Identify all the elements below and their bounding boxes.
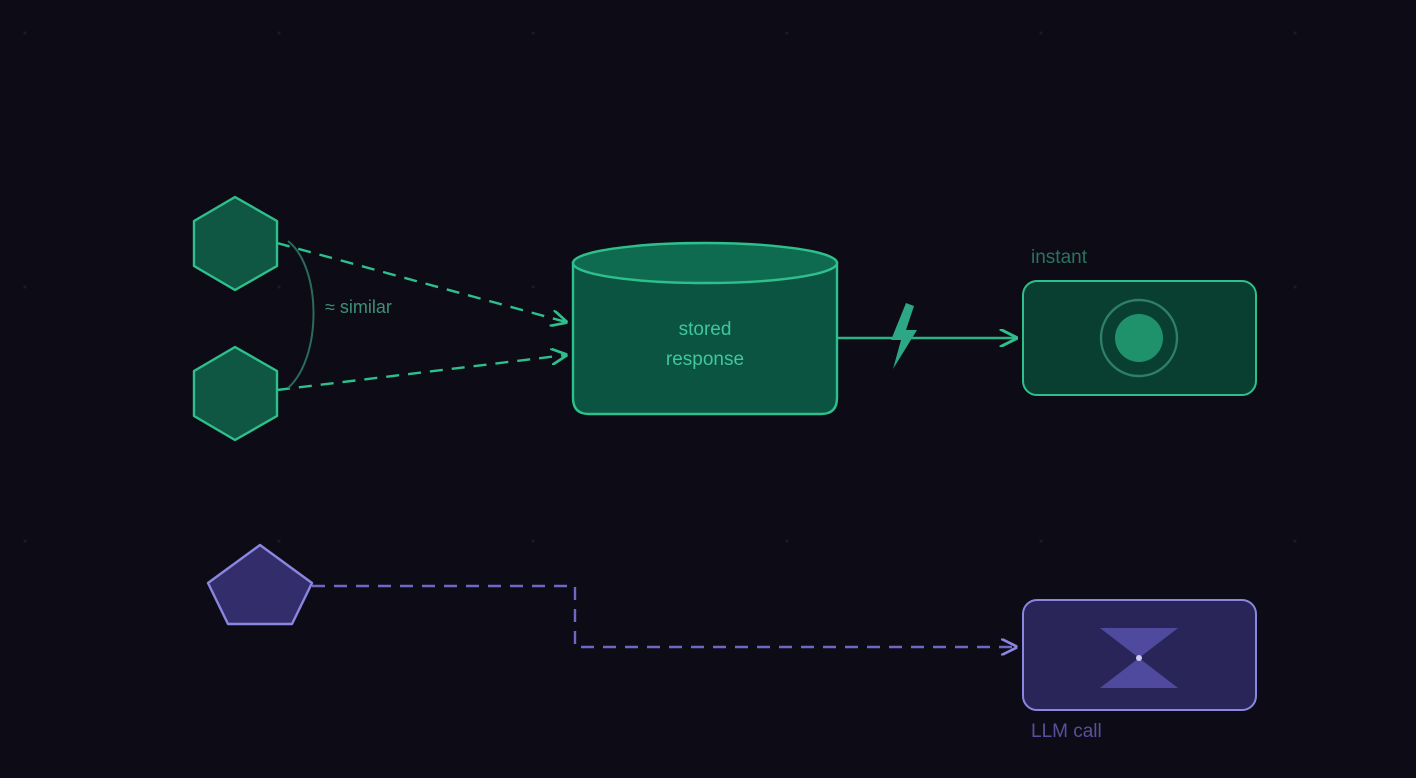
hourglass-icon [1100,628,1178,688]
similarity-brace [287,240,315,389]
stored-response-cylinder[interactable]: stored response [571,241,839,416]
hexagon-node-lower[interactable] [192,345,279,442]
edge-hex-upper-to-store [276,241,566,322]
cylinder-label-line-1: stored [679,319,732,340]
record-circle-icon-outer [1099,298,1179,378]
pentagon-node[interactable] [206,543,314,626]
instant-caption: instant [1031,247,1088,268]
hexagon-node-upper[interactable] [192,195,279,292]
llm-call-node[interactable] [1022,599,1257,711]
edge-hex-lower-to-store [276,355,566,392]
cylinder-label-line-2: response [666,349,744,370]
instant-result-node[interactable] [1022,280,1257,396]
record-circle-icon-inner [1115,314,1163,362]
lightning-bolt-icon [891,303,917,369]
llm-call-caption: LLM call [1031,721,1102,742]
edge-pentagon-to-llm-call [312,584,1016,647]
similar-edge-label: ≈ similar [325,297,392,317]
